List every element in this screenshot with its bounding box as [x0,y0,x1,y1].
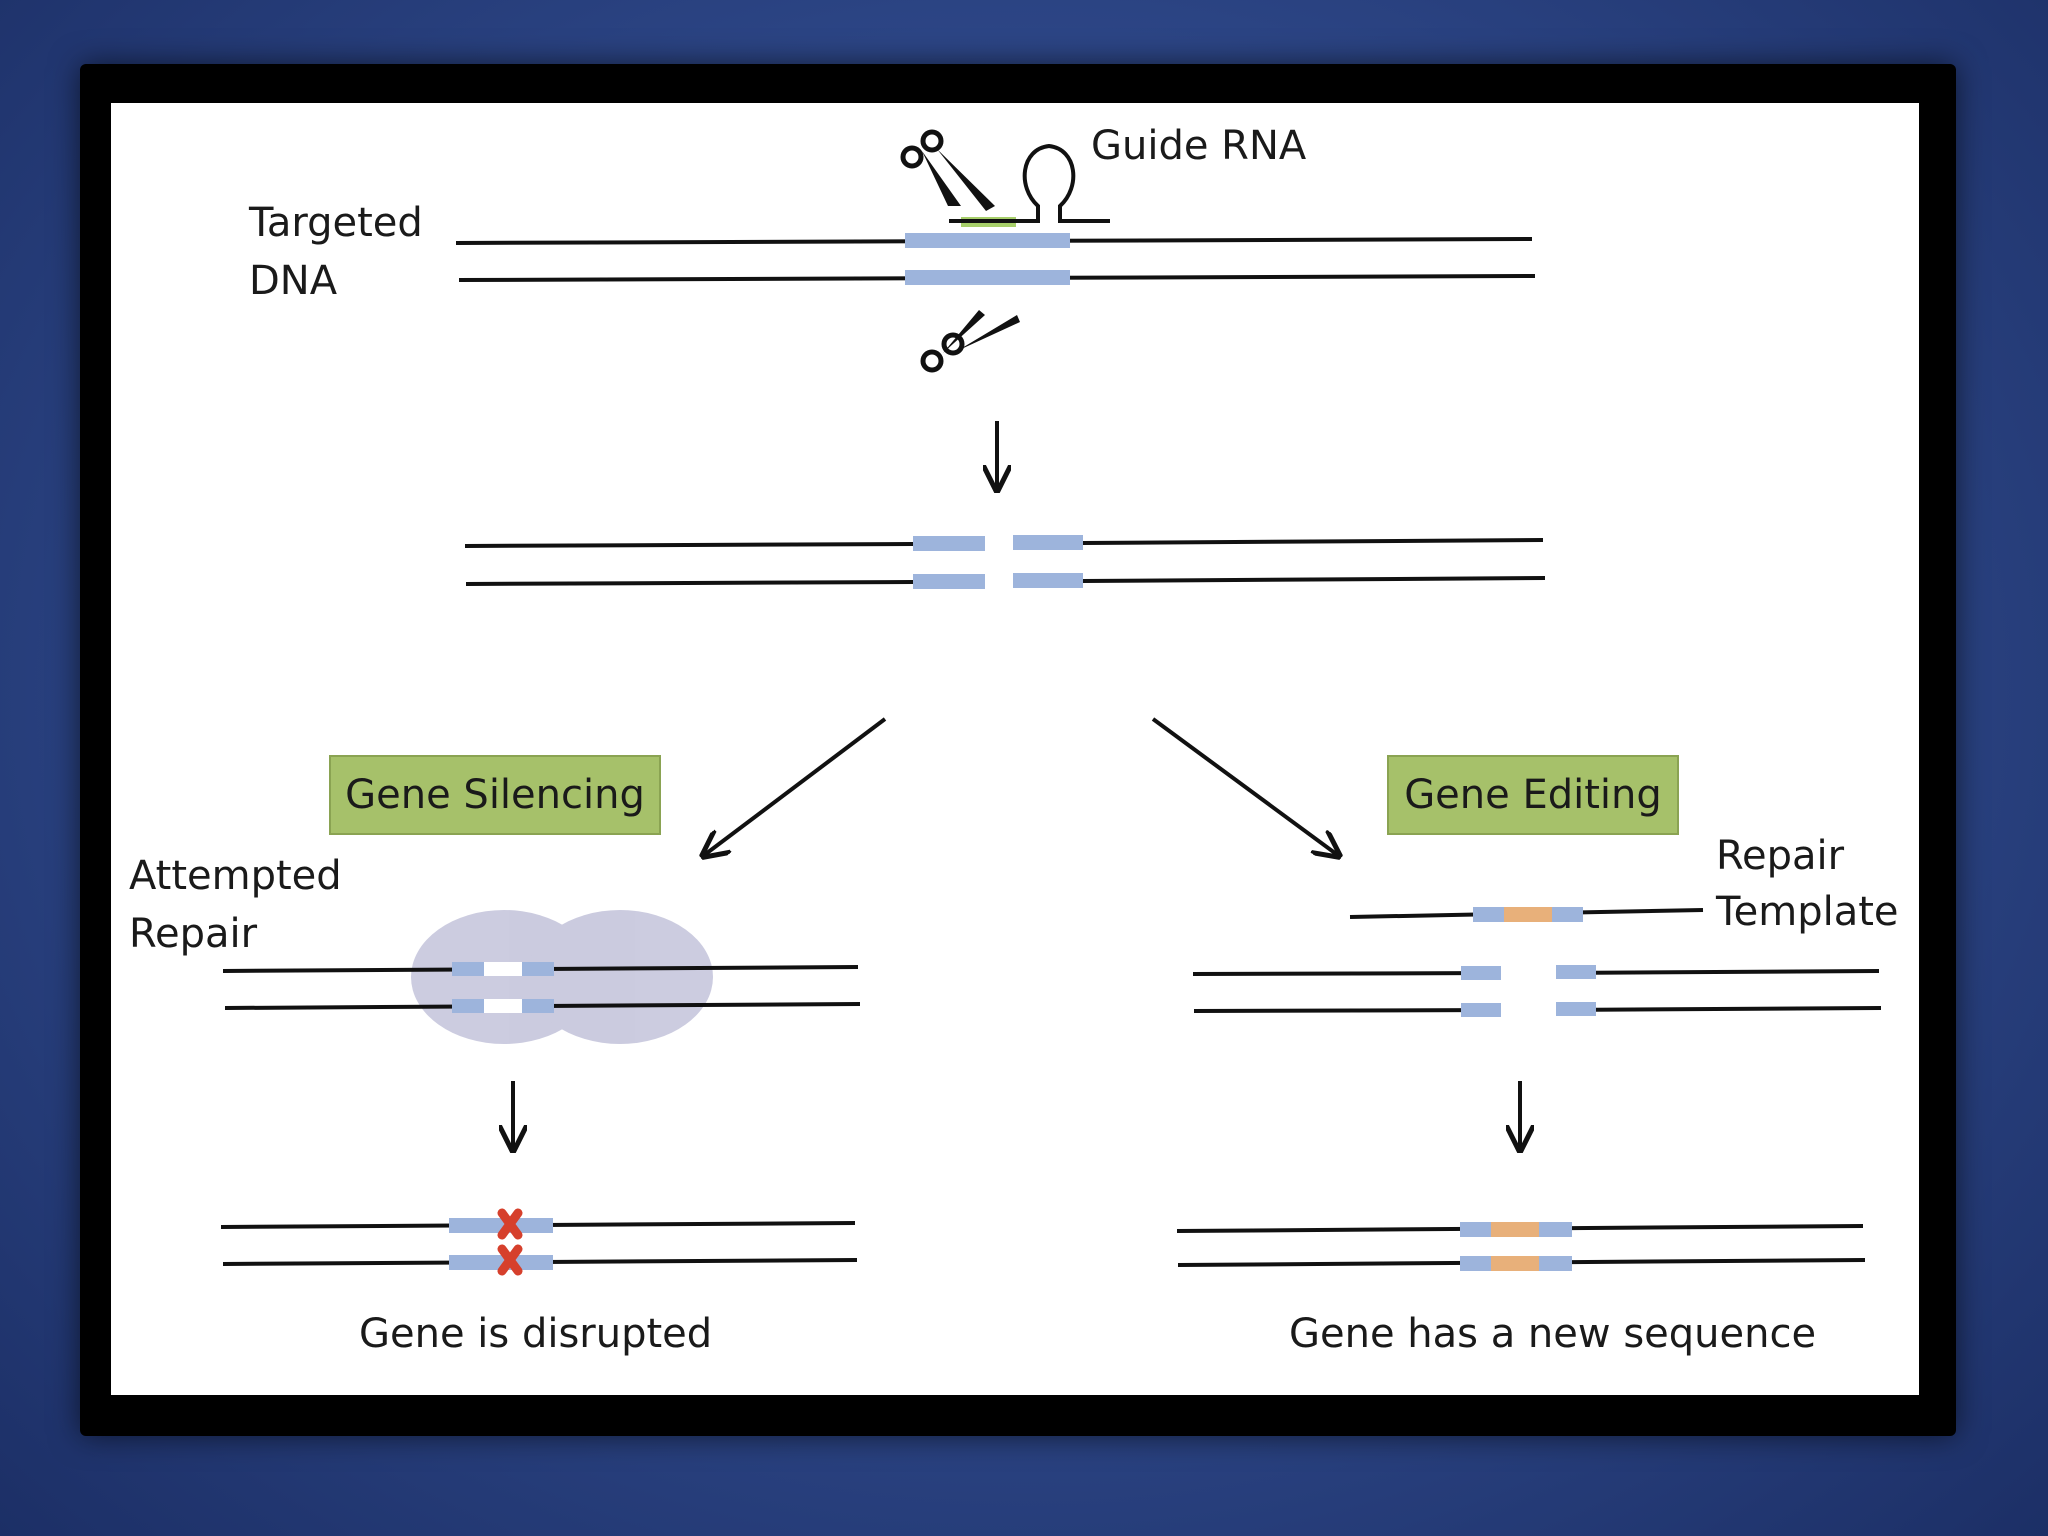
gene-silencing-box: Gene Silencing [329,755,661,835]
new-sequence-segment [1491,1222,1539,1237]
targeted-dna [455,233,1536,285]
scissors-icon [920,310,1020,373]
target-segment-bottom [905,270,1070,285]
guide-rna-label: Guide RNA [1091,123,1307,169]
target-segment-top [905,233,1070,248]
gene-new-sequence-caption: Gene has a new sequence [1289,1311,1817,1357]
targeted-dna-label-line2: DNA [249,258,338,304]
edited-dna [1176,1222,1866,1271]
slide-canvas: Guide RNA Targeted DNA Gene Silencing Ge… [111,103,1919,1395]
new-sequence-segment [1491,1256,1539,1271]
arrow-to-editing-icon [1151,717,1339,856]
targeted-dna-label-line1: Targeted [249,200,423,246]
guide-rna-hairpin [949,143,1110,223]
gene-disrupted-caption: Gene is disrupted [359,1311,713,1357]
cut-dna-editing [1192,965,1882,1017]
attempted-repair-label-line2: Repair [129,911,258,957]
repair-complex [411,910,713,1044]
scissors-icon [900,129,995,211]
disrupted-dna [220,1208,858,1276]
attempted-repair-dna [222,962,861,1013]
gene-editing-box: Gene Editing [1387,755,1679,835]
cut-dna [464,535,1546,589]
arrow-to-silencing-icon [703,717,887,856]
repair-template [1349,907,1704,922]
crispr-diagram [220,129,1882,1276]
repair-template-label-line1: Repair [1716,833,1845,879]
repair-template-label-line2: Template [1716,889,1899,935]
disruption-mark-icon [497,1208,523,1276]
guide-rna [949,143,1110,227]
attempted-repair-label-line1: Attempted [129,853,342,899]
